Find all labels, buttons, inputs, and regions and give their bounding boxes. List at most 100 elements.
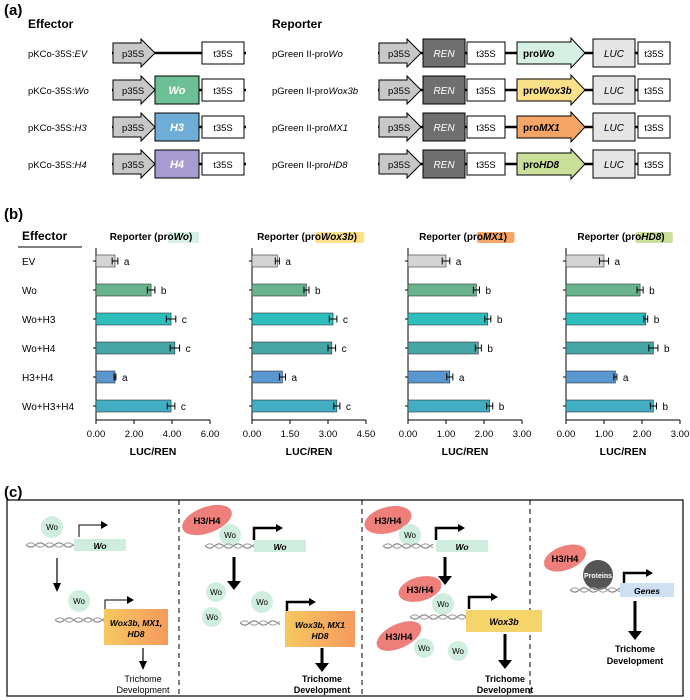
terminator-label: t35S (213, 160, 233, 171)
terminator-label: t35S (644, 49, 664, 60)
p35s-promoter-arrow (112, 74, 156, 106)
wo-protein-label: Wo (224, 531, 236, 540)
bar (407, 341, 479, 355)
bar (95, 312, 172, 326)
ren-box (422, 149, 466, 179)
reporter-name: pGreen II-proHD8 (272, 160, 348, 171)
significance-letter: b (487, 344, 493, 355)
x-tick-label: 0.00 (243, 429, 262, 440)
gene-box-label: Genes (634, 586, 660, 596)
effector-heading: Effector (28, 17, 74, 31)
terminator-label: t35S (644, 86, 664, 97)
effector-category-label: Wo+H4 (22, 344, 56, 355)
luc-box (592, 75, 636, 105)
gene-box-label: HD8 (311, 631, 328, 641)
terminator-label: t35S (644, 123, 664, 134)
luc-box (592, 38, 636, 68)
significance-letter: c (182, 315, 187, 326)
tss-arrowhead (127, 596, 134, 604)
tss-arrow (622, 571, 646, 585)
target-genes-box (285, 611, 355, 647)
reporter-promoter-arrow (516, 147, 586, 181)
x-tick-label: 2.00 (633, 429, 652, 440)
dna-strand-a (382, 543, 434, 549)
effector-name: pKCo-35S:H4 (28, 160, 87, 171)
dna-strand (382, 543, 434, 549)
tss-arrow (434, 526, 458, 540)
bar (565, 312, 647, 326)
x-tick-label: 2.00 (475, 429, 494, 440)
ren-label: REN (433, 123, 455, 134)
title-highlight (315, 232, 365, 243)
dna-strand-b (239, 620, 281, 626)
t35s-box (201, 115, 245, 139)
luc-label: LUC (604, 86, 625, 97)
bar (95, 283, 152, 297)
effector-category-label: Wo+H3+H4 (22, 402, 75, 413)
outcome-text: Trichome (485, 674, 525, 684)
p35s-promoter-arrow (378, 111, 422, 143)
ren-label: REN (433, 49, 455, 60)
dna-strand-a (239, 620, 281, 626)
down-arrowhead (227, 581, 241, 590)
p35s-promoter-arrow (112, 111, 156, 143)
reporter-promoter-arrow (516, 36, 586, 70)
promoter-label: p35S (388, 86, 410, 97)
ren-box (422, 38, 466, 68)
h3h4-protein (364, 505, 412, 535)
down-arrowhead (53, 583, 61, 592)
tss-arrowhead (276, 524, 283, 532)
luc-label: LUC (604, 49, 625, 60)
wo-gene-box (254, 540, 306, 552)
tss-arrow (285, 600, 309, 614)
significance-letter: b (662, 402, 668, 413)
ren-label: REN (433, 160, 455, 171)
wox3b-gene-box (466, 610, 542, 632)
x-axis-label: LUC/REN (130, 446, 177, 458)
dna-strand-b (25, 542, 75, 548)
dna-strand (569, 587, 621, 593)
proteins-complex (583, 560, 613, 590)
h3h4-protein-label: H3/H4 (375, 516, 403, 527)
bar (95, 399, 172, 413)
gene-box-label: Wo (273, 542, 286, 552)
chart-title: Reporter (proHD8) (577, 232, 664, 243)
gene-box-label: Wox3b, MX1, (110, 618, 162, 628)
significance-letter: b (161, 286, 167, 297)
bar (251, 370, 283, 384)
p35s-promoter-arrow (378, 74, 422, 106)
dna-strand-b (204, 543, 256, 549)
effector-name: pKCo-35S:H3 (28, 123, 87, 134)
t35s-box (201, 152, 245, 176)
h3h4-protein-label: H3/H4 (552, 554, 580, 565)
effector-name: pKCo-35S:Wo (28, 86, 89, 97)
title-highlight (635, 232, 673, 243)
outcome-text: Development (294, 685, 351, 695)
t35s-box (637, 152, 671, 176)
tss-arrowhead (646, 569, 653, 577)
terminator-label: t35S (476, 160, 496, 171)
x-tick-label: 1.00 (595, 429, 614, 440)
effector-category-label: Wo+H3 (22, 315, 56, 326)
bar (407, 254, 447, 268)
panel-c-frame (6, 499, 684, 697)
t35s-box (466, 115, 506, 139)
wo-protein (432, 593, 454, 615)
terminator-label: t35S (213, 123, 233, 134)
x-tick-label: 3.00 (671, 429, 690, 440)
promoter-label: p35S (122, 86, 144, 97)
down-arrowhead (139, 661, 147, 670)
significance-letter: a (124, 257, 130, 268)
significance-letter: b (315, 286, 321, 297)
dna-strand-a (569, 587, 621, 593)
down-arrowhead (498, 660, 512, 669)
x-tick-label: 3.00 (319, 429, 338, 440)
luc-box (592, 149, 636, 179)
tss-arrowhead (101, 521, 108, 529)
dna-strand (239, 620, 281, 626)
t35s-box (201, 41, 245, 65)
